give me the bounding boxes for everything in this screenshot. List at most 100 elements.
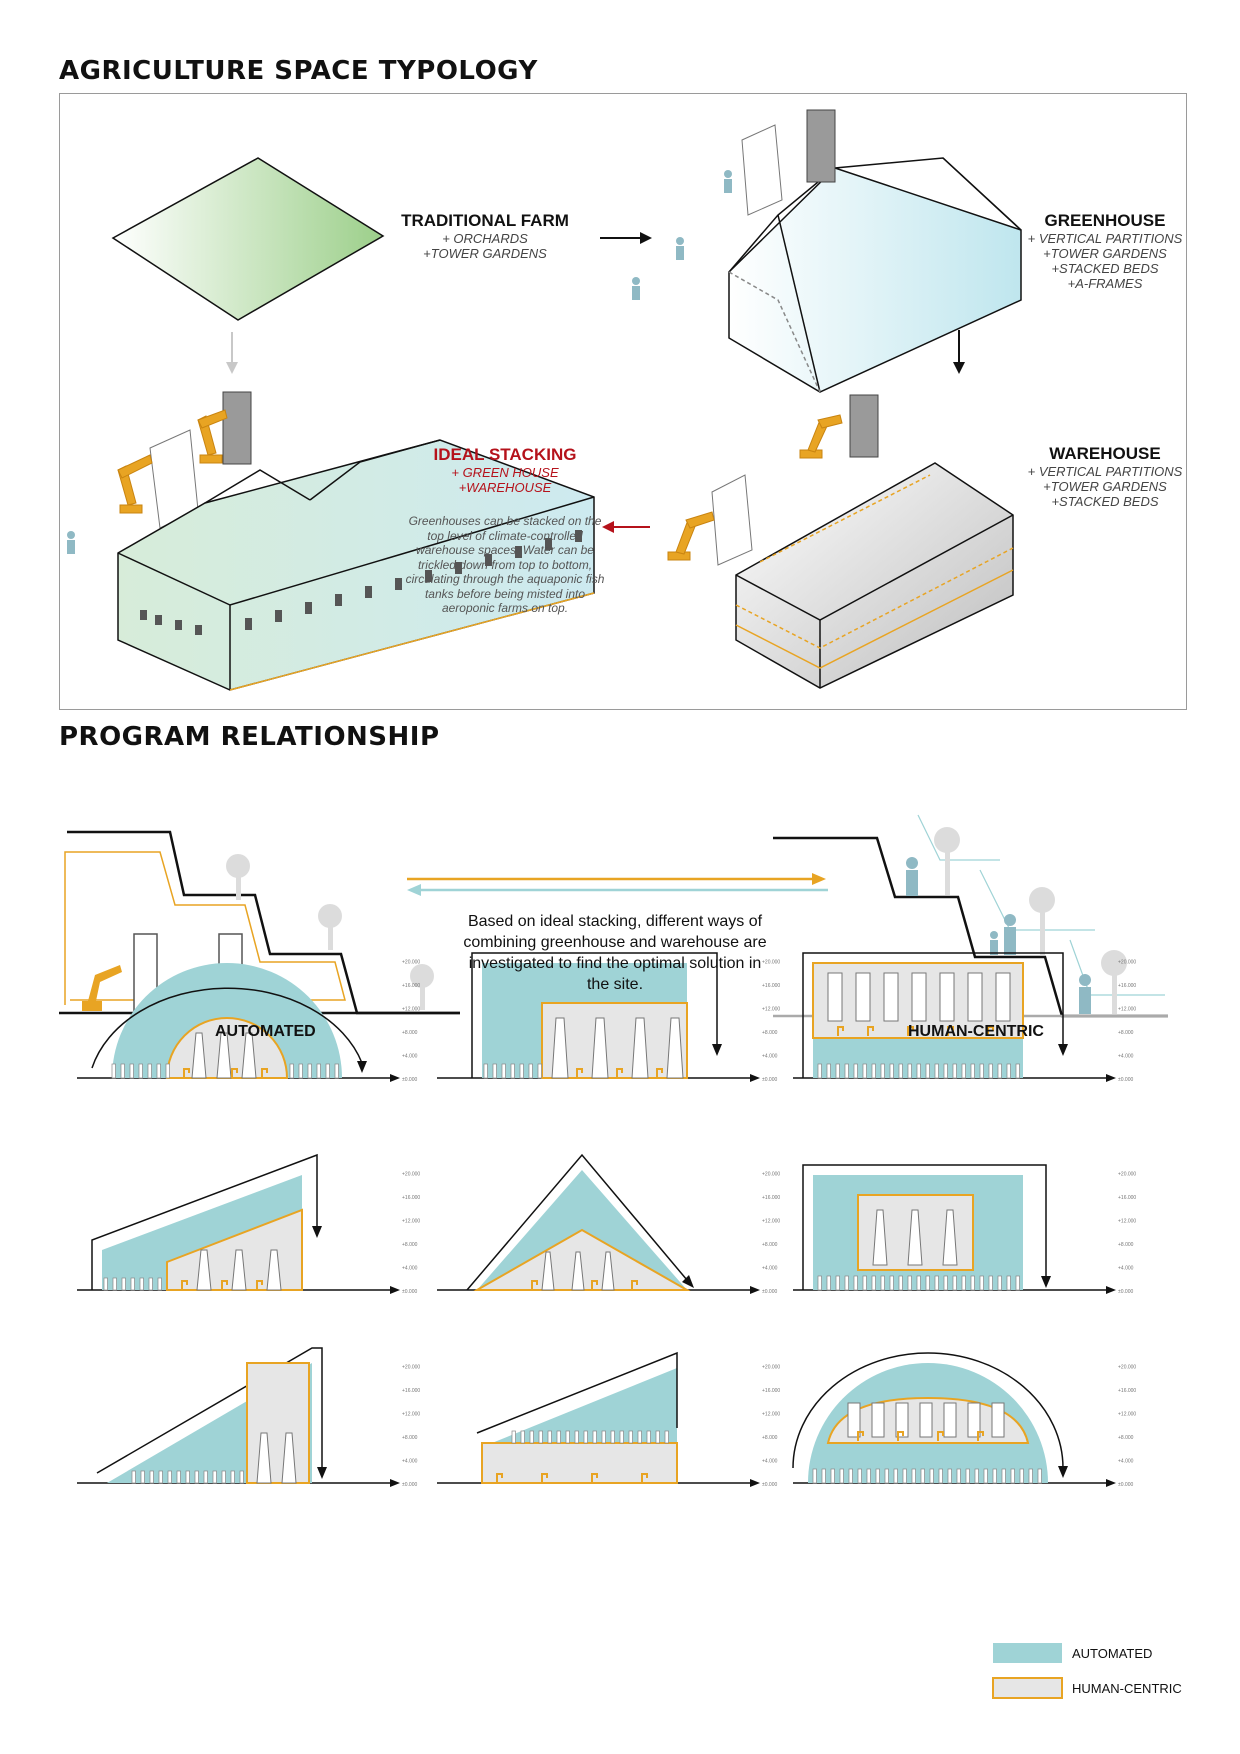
automated-flow-line [64, 851, 346, 1005]
level-label: +12.000 [402, 1007, 420, 1013]
level-label: +12.000 [762, 1007, 780, 1013]
arrow-farm-to-stacking [226, 332, 238, 374]
level-label: +8.000 [402, 1030, 418, 1036]
level-label: +16.000 [762, 983, 780, 989]
arrow-warehouse-to-stacking [602, 521, 650, 533]
level-label: +4.000 [402, 1459, 418, 1465]
level-label: +8.000 [402, 1435, 418, 1441]
greenhouse-label: GREENHOUSE + VERTICAL PARTITIONS +TOWER … [1025, 211, 1185, 291]
warehouse-box [735, 462, 1014, 689]
section-study: +20.000+16.000+12.000+8.000+4.000±0.000 [77, 960, 420, 1083]
level-label: +4.000 [1118, 1459, 1134, 1465]
level-label: +16.000 [1118, 1388, 1136, 1394]
palm-tree-icon [226, 854, 434, 1010]
level-label: +4.000 [402, 1266, 418, 1272]
level-label: +8.000 [402, 1242, 418, 1248]
legend-automated-swatch [993, 1643, 1062, 1663]
level-label: +12.000 [1118, 1219, 1136, 1225]
typology-panel [59, 93, 1187, 710]
farm-plot [111, 157, 385, 321]
level-label: +4.000 [762, 1266, 778, 1272]
level-label: +8.000 [762, 1030, 778, 1036]
arrow-greenhouse-to-warehouse [953, 330, 965, 374]
greenhouse-item: +A-FRAMES [1067, 276, 1143, 291]
level-label: +4.000 [402, 1054, 418, 1060]
ideal-stacking-description: Greenhouses can be stacked on the top le… [405, 514, 605, 615]
legend-human-centric-swatch [992, 1677, 1063, 1699]
level-label: ±0.000 [762, 1289, 777, 1295]
stacked-building-windows [140, 530, 582, 635]
ideal-stacking-title: IDEAL STACKING [433, 445, 577, 464]
level-label: +12.000 [762, 1412, 780, 1418]
level-label: ±0.000 [1118, 1482, 1133, 1488]
human-centric-caption: HUMAN-CENTRIC [908, 1023, 1044, 1040]
greenhouse-box [728, 157, 1022, 393]
level-label: +8.000 [1118, 1030, 1134, 1036]
warehouse-item: +TOWER GARDENS [1043, 479, 1167, 494]
ideal-stacking-label: IDEAL STACKING + GREEN HOUSE +WAREHOUSE [420, 445, 590, 495]
section-study: +20.000+16.000+12.000+8.000+4.000±0.000 [793, 1164, 1136, 1295]
traditional-farm-title: TRADITIONAL FARM [401, 211, 569, 230]
level-label: +16.000 [762, 1195, 780, 1201]
typology-heading: AGRICULTURE SPACE TYPOLOGY [59, 56, 538, 86]
level-label: +12.000 [402, 1219, 420, 1225]
section-study: +20.000+16.000+12.000+8.000+4.000±0.000 [77, 1347, 420, 1488]
level-label: ±0.000 [762, 1077, 777, 1083]
greenhouse-title: GREENHOUSE [1044, 211, 1166, 230]
traditional-farm-item: +TOWER GARDENS [423, 246, 547, 261]
level-label: +20.000 [402, 1365, 420, 1371]
program-heading: PROGRAM RELATIONSHIP [59, 722, 440, 752]
level-label: +16.000 [762, 1388, 780, 1394]
level-label: ±0.000 [762, 1482, 777, 1488]
level-label: +20.000 [762, 960, 780, 966]
section-study: +20.000 +16.000 +12.000 +8.000 +4.000 ±0.000 [77, 1153, 420, 1295]
level-label: ±0.000 [1118, 1289, 1133, 1295]
rack-tower-icon [222, 109, 879, 465]
ideal-stacking-item: + GREEN HOUSE [451, 465, 559, 480]
greenhouse-item: +TOWER GARDENS [1043, 246, 1167, 261]
level-label: +4.000 [1118, 1054, 1134, 1060]
person-icon [906, 857, 1091, 1014]
section-study: +20.000 +16.000 +12.000 +8.000 +4.000 ±0.000 [437, 952, 780, 1083]
person-icon [67, 170, 732, 554]
traditional-farm-item: + ORCHARDS [442, 231, 528, 246]
warehouse-label: WAREHOUSE + VERTICAL PARTITIONS +TOWER G… [1025, 444, 1185, 509]
level-label: +16.000 [402, 1195, 420, 1201]
level-label: +8.000 [1118, 1435, 1134, 1441]
level-label: +4.000 [762, 1459, 778, 1465]
section-study: +20.000+16.000+12.000+8.000+4.000±0.000 [437, 1153, 780, 1295]
level-label: +8.000 [762, 1435, 778, 1441]
greenhouse-item: + VERTICAL PARTITIONS [1027, 231, 1183, 246]
level-label: +20.000 [1118, 1365, 1136, 1371]
level-label: +12.000 [1118, 1412, 1136, 1418]
warehouse-item: + VERTICAL PARTITIONS [1027, 464, 1183, 479]
double-arrow [407, 873, 828, 896]
level-label: +8.000 [1118, 1242, 1134, 1248]
level-label: +20.000 [402, 960, 420, 966]
warehouse-title: WAREHOUSE [1049, 444, 1161, 463]
level-label: +20.000 [762, 1172, 780, 1178]
level-label: +16.000 [402, 983, 420, 989]
section-study: +20.000 +16.000 +12.000 +8.000 +4.000 ±0.000 [437, 1351, 780, 1488]
level-label: ±0.000 [402, 1289, 417, 1295]
legend-human-centric-label: HUMAN-CENTRIC [1072, 1681, 1182, 1696]
robot-arm-icon [117, 409, 843, 561]
level-label: +12.000 [402, 1412, 420, 1418]
palm-tree-icon [934, 827, 1127, 1014]
section-study: +20.000 +16.000 +12.000 +8.000 +4.000 ±0.000 [792, 1352, 1136, 1488]
level-label: +20.000 [402, 1172, 420, 1178]
level-label: +20.000 [1118, 1172, 1136, 1178]
traditional-farm-label: TRADITIONAL FARM + ORCHARDS +TOWER GARDE… [395, 211, 575, 261]
ideal-stacking-item: +WAREHOUSE [458, 480, 552, 495]
level-label: +20.000 [762, 1365, 780, 1371]
section-study: +20.000+16.000+12.000+8.000+4.000±0.000 [793, 952, 1136, 1083]
level-label: +4.000 [1118, 1266, 1134, 1272]
arrow-farm-to-greenhouse [600, 232, 652, 244]
level-label: +20.000 [1118, 960, 1136, 966]
warehouse-item: +STACKED BEDS [1051, 494, 1159, 509]
level-label: ±0.000 [1118, 1077, 1133, 1083]
greenhouse-item: +STACKED BEDS [1051, 261, 1159, 276]
automated-caption: AUTOMATED [215, 1023, 316, 1040]
level-label: +4.000 [762, 1054, 778, 1060]
